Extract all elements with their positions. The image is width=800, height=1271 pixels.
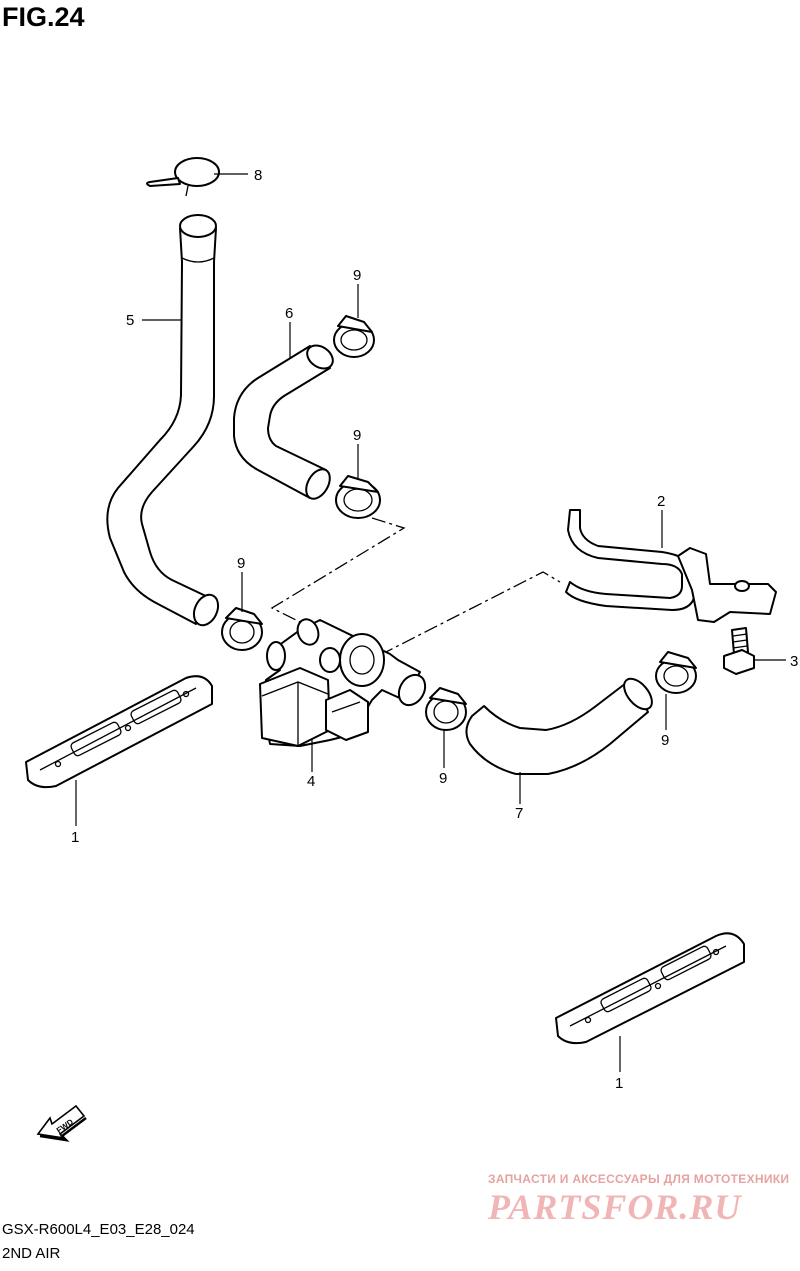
section-name: 2ND AIR xyxy=(2,1245,61,1262)
callout-6: 6 xyxy=(285,305,293,322)
hose-part-5 xyxy=(106,214,220,627)
hose-part-6 xyxy=(233,344,334,500)
valve-part-4 xyxy=(259,618,427,747)
callout-9-top: 9 xyxy=(353,267,361,284)
pad-part-1-lower xyxy=(555,932,745,1045)
pipe-bracket-part-2 xyxy=(565,509,777,623)
callout-9-right: 9 xyxy=(661,732,669,749)
clamp-part-9-top xyxy=(333,315,375,358)
callout-9-center: 9 xyxy=(439,770,447,787)
bolt-part-3 xyxy=(723,627,755,675)
clip-part-8 xyxy=(146,157,220,197)
model-code: GSX-R600L4_E03_E28_024 xyxy=(2,1221,195,1238)
callout-8: 8 xyxy=(254,167,262,184)
callout-2: 2 xyxy=(657,493,665,510)
clamp-part-9-left xyxy=(221,607,263,651)
figure-title: FIG.24 xyxy=(2,2,85,32)
assembly-lines xyxy=(270,517,561,656)
callout-1-lower: 1 xyxy=(615,1075,623,1092)
watermark-tagline: ЗАПЧАСТИ И АКСЕССУАРЫ ДЛЯ МОТОТЕХНИКИ xyxy=(488,1172,790,1186)
hose-part-7 xyxy=(465,677,653,775)
clamp-part-9-middle xyxy=(335,475,381,519)
callout-9-left: 9 xyxy=(237,555,245,572)
callout-4: 4 xyxy=(307,773,315,790)
callout-1-upper: 1 xyxy=(71,829,79,846)
clamp-part-9-right xyxy=(655,651,697,694)
fwd-arrow-icon: FWD xyxy=(36,1104,87,1142)
callout-5: 5 xyxy=(126,312,134,329)
watermark-brand: PARTSFOR.RU xyxy=(488,1187,742,1227)
pad-part-1-upper xyxy=(25,675,213,789)
callout-labels: 8 5 6 9 9 9 2 3 4 9 9 7 1 1 xyxy=(71,167,798,1092)
clamp-part-9-center xyxy=(425,687,467,731)
callout-3: 3 xyxy=(790,653,798,670)
callout-9-middle: 9 xyxy=(353,427,361,444)
callout-7: 7 xyxy=(515,805,523,822)
leader-lines xyxy=(75,173,786,1072)
